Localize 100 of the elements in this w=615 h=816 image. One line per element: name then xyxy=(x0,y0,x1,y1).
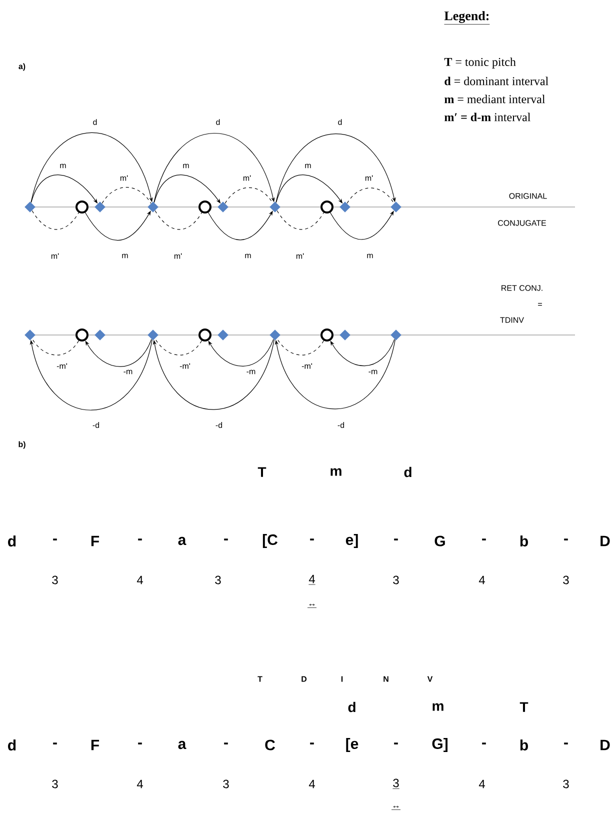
note-token: - xyxy=(482,538,486,540)
edge-label: m xyxy=(122,254,128,258)
interval-number: 4 xyxy=(136,780,143,788)
interval-number: 3 xyxy=(393,576,399,584)
legend-entry: m = mediant interval xyxy=(444,94,546,104)
spaced-letter: T xyxy=(258,676,262,682)
note-token: - xyxy=(564,742,568,744)
note-token: [C xyxy=(262,534,278,548)
arc-arrow xyxy=(208,338,274,366)
arc-arrow xyxy=(85,338,152,367)
interval-number: 3 xyxy=(52,780,58,788)
note-token: e] xyxy=(346,534,358,548)
arc-arrow xyxy=(276,134,396,203)
note-token: C xyxy=(265,740,275,750)
note-token: b xyxy=(520,740,528,750)
edge-label: m' xyxy=(296,253,304,259)
pitch-circle xyxy=(198,328,212,342)
edge-label: -d xyxy=(92,422,100,428)
pitch-diamond xyxy=(390,202,402,212)
arc-arrow xyxy=(330,338,395,366)
interval-number: 4 xyxy=(136,576,143,584)
note-token: D xyxy=(600,740,610,750)
note-token: - xyxy=(138,742,142,744)
pitch-diamond xyxy=(218,202,228,212)
pitch-circle xyxy=(76,328,88,342)
edge-label: m xyxy=(305,164,311,168)
pitch-diamond xyxy=(340,330,350,340)
interval-number: 4 xyxy=(308,574,316,585)
legend-entry: T = tonic pitch xyxy=(444,58,516,68)
note-token: - xyxy=(138,538,142,540)
note-token: - xyxy=(53,538,57,540)
edge-label: -m xyxy=(246,370,256,374)
edge-label: d xyxy=(216,119,220,125)
arc-arrow xyxy=(30,132,153,203)
edge-label: -m' xyxy=(302,363,312,369)
interval-letter: T xyxy=(258,467,266,477)
spaced-letter: V xyxy=(427,676,433,682)
spaced-letter: N xyxy=(384,676,388,682)
arc-arrow xyxy=(154,132,275,203)
arc-arrow xyxy=(30,340,152,410)
edge-label: m' xyxy=(120,175,128,181)
edge-label: m xyxy=(60,164,66,168)
pitch-diamond xyxy=(24,202,36,212)
interval-number: 3 xyxy=(215,576,221,584)
pitch-diamond xyxy=(94,202,106,212)
interval-number: 4 xyxy=(478,780,485,788)
edge-label: m' xyxy=(243,175,251,181)
note-token: - xyxy=(482,742,486,744)
edge-label: d xyxy=(93,119,97,125)
edge-label: d xyxy=(338,119,342,125)
pitch-circle xyxy=(320,328,334,342)
pitch-diamond xyxy=(218,330,228,340)
note-token: - xyxy=(394,742,398,744)
note-token: d xyxy=(8,740,16,750)
line-label: = xyxy=(538,303,542,306)
spaced-letter: I xyxy=(341,676,343,682)
panel-label: b) xyxy=(18,441,26,449)
pitch-circle xyxy=(320,200,334,214)
legend-heading: Legend: xyxy=(444,11,490,25)
note-token: - xyxy=(53,742,57,744)
edge-label: -m' xyxy=(56,363,68,369)
interval-letter: m xyxy=(330,468,342,476)
pitch-diamond xyxy=(94,330,106,340)
edge-label: -d xyxy=(216,422,222,428)
line-label: RET CONJ. xyxy=(502,285,542,291)
note-token: G xyxy=(434,536,445,546)
note-token: F xyxy=(91,740,100,750)
edge-label: -m xyxy=(368,370,378,374)
note-token: [e xyxy=(346,738,358,752)
note-token: F xyxy=(91,536,100,546)
pitch-diamond xyxy=(270,202,280,212)
legend-entry: d = dominant interval xyxy=(444,76,548,86)
edge-label: -d xyxy=(338,422,344,428)
interval-number: 3 xyxy=(563,780,569,788)
legend-entry: m′ = d-m interval xyxy=(444,112,530,122)
interval-number: 4 xyxy=(308,780,315,788)
pitch-circle xyxy=(198,200,212,214)
pitch-diamond xyxy=(148,330,158,340)
interval-number: 3 xyxy=(223,780,229,788)
note-token: d xyxy=(8,536,16,546)
panel-label: a) xyxy=(18,63,26,71)
note-token: b xyxy=(520,536,528,546)
edge-label: m xyxy=(183,164,189,168)
pitch-diamond xyxy=(340,202,350,212)
edge-label: m xyxy=(245,254,251,258)
line-label: CONJUGATE xyxy=(498,220,546,226)
interval-letter: T xyxy=(520,702,528,712)
interval-letter: d xyxy=(404,466,412,478)
note-token: D xyxy=(600,536,610,546)
pitch-diamond xyxy=(24,330,36,340)
note-token: - xyxy=(564,538,568,540)
line-label: ORIGINAL xyxy=(509,193,547,199)
edge-label: -m' xyxy=(180,363,190,369)
note-token: - xyxy=(224,742,228,744)
edge-label: m' xyxy=(365,175,373,181)
edge-label: m xyxy=(367,254,373,258)
interval-number: 3 xyxy=(563,576,569,584)
note-token: a xyxy=(178,536,186,546)
note-token: a xyxy=(178,740,186,750)
pitch-diamond xyxy=(390,330,402,340)
